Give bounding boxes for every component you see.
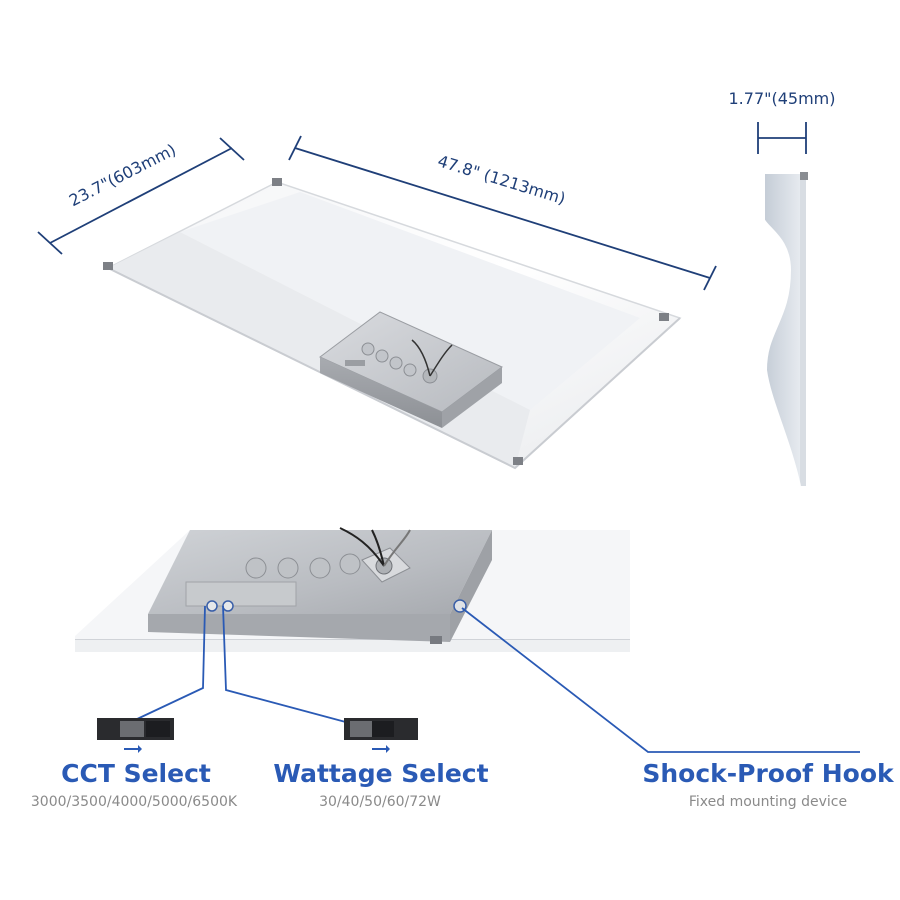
depth-label: 1.77"(45mm) [729,89,836,108]
wattage-switch-illustration [344,718,418,753]
width-label: 23.7"(603mm) [66,140,179,210]
corner-clip [513,457,523,465]
cct-subtitle: 3000/3500/4000/5000/6500K [31,794,238,810]
cct-title: CCT Select [61,759,211,788]
wattage-switch [222,600,234,612]
driver-closeup [75,527,630,652]
driver-box-small [319,311,503,428]
cct-switch-illustration [97,718,174,753]
wattage-subtitle: 30/40/50/60/72W [319,794,441,810]
leader-lines [134,605,860,753]
depth-dimension: 1.77"(45mm) [729,89,836,154]
corner-clip [659,313,669,321]
side-profile [763,172,808,487]
cct-switch [206,600,218,612]
corner-clip [103,262,113,270]
corner-clip [272,178,282,186]
hook-subtitle: Fixed mounting device [689,794,847,810]
hook-title: Shock-Proof Hook [642,759,895,788]
wattage-title: Wattage Select [273,759,488,788]
length-label: 47.8" (1213mm) [435,151,567,208]
